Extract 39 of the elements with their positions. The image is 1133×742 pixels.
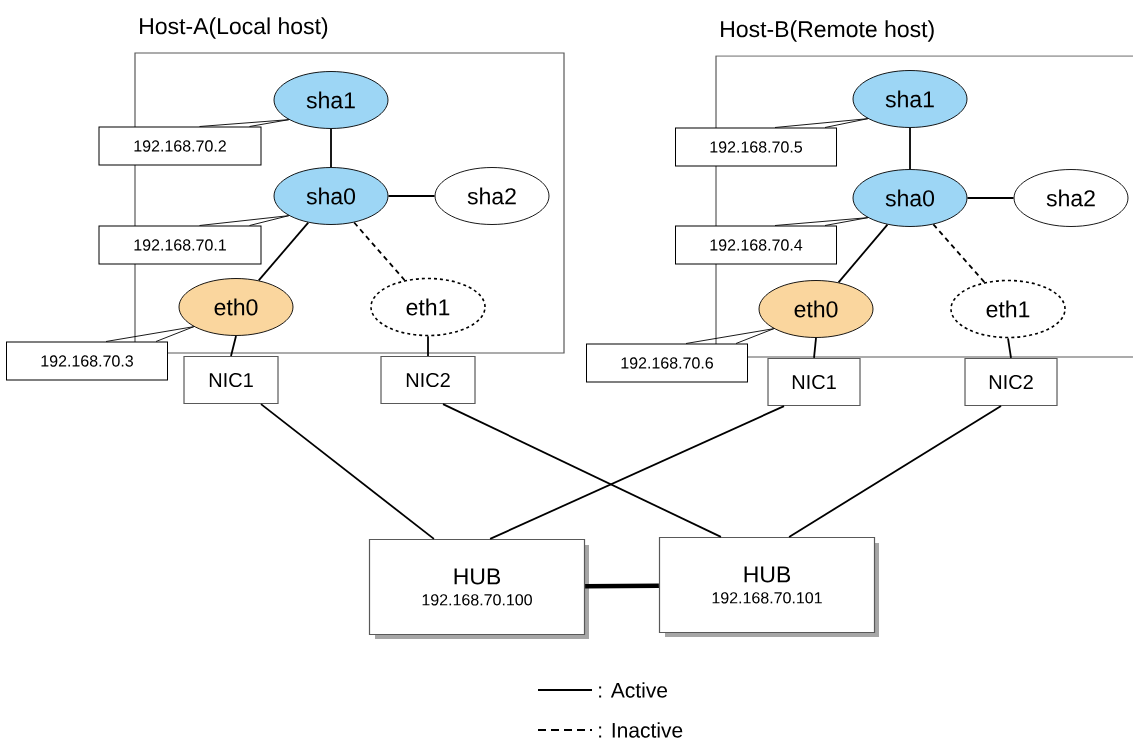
connector-line [788,405,1002,538]
connector-line [442,403,722,538]
address-callout: 192.168.70.2 [98,126,262,166]
connector-line [909,127,911,170]
host-heading: Host-B(Remote host) [721,20,934,42]
connector-line [585,583,659,589]
address-callout: 192.168.70.5 [675,127,837,167]
connector-line [813,337,817,359]
legend-text: : Inactive [599,722,683,738]
leader-line [774,118,869,128]
address-callout: 192.168.70.4 [675,225,837,265]
legend-text: : Active [599,682,668,698]
leader-line [105,326,195,342]
nic-box: NIC2 [964,357,1058,407]
leader-line [685,328,775,344]
address-callout: 192.168.70.3 [6,341,168,381]
connector-line [260,403,435,540]
connector-line [387,195,436,197]
leader-line [199,119,290,127]
leader-line [199,215,290,226]
host-heading: Host-A(Local host) [140,17,328,39]
nic-box: NIC2 [380,355,476,405]
connector-line [489,405,785,540]
connector-line [1007,337,1012,359]
hub-box: HUB 192.168.70.100 [368,538,589,639]
connector-line [932,223,986,284]
address-callout: 192.168.70.1 [98,225,262,265]
connector-line [257,221,310,282]
connector-line [427,335,429,357]
nic-box: NIC1 [183,355,279,405]
connector-line [966,197,1015,199]
connector-line [353,221,406,282]
connector-line [230,335,237,357]
connector-line [837,223,889,284]
leader-line [774,217,869,226]
nic-box: NIC1 [767,357,861,407]
hub-box: HUB 192.168.70.101 [658,536,879,637]
address-callout: 192.168.70.6 [586,343,748,383]
connector-line [330,128,332,168]
